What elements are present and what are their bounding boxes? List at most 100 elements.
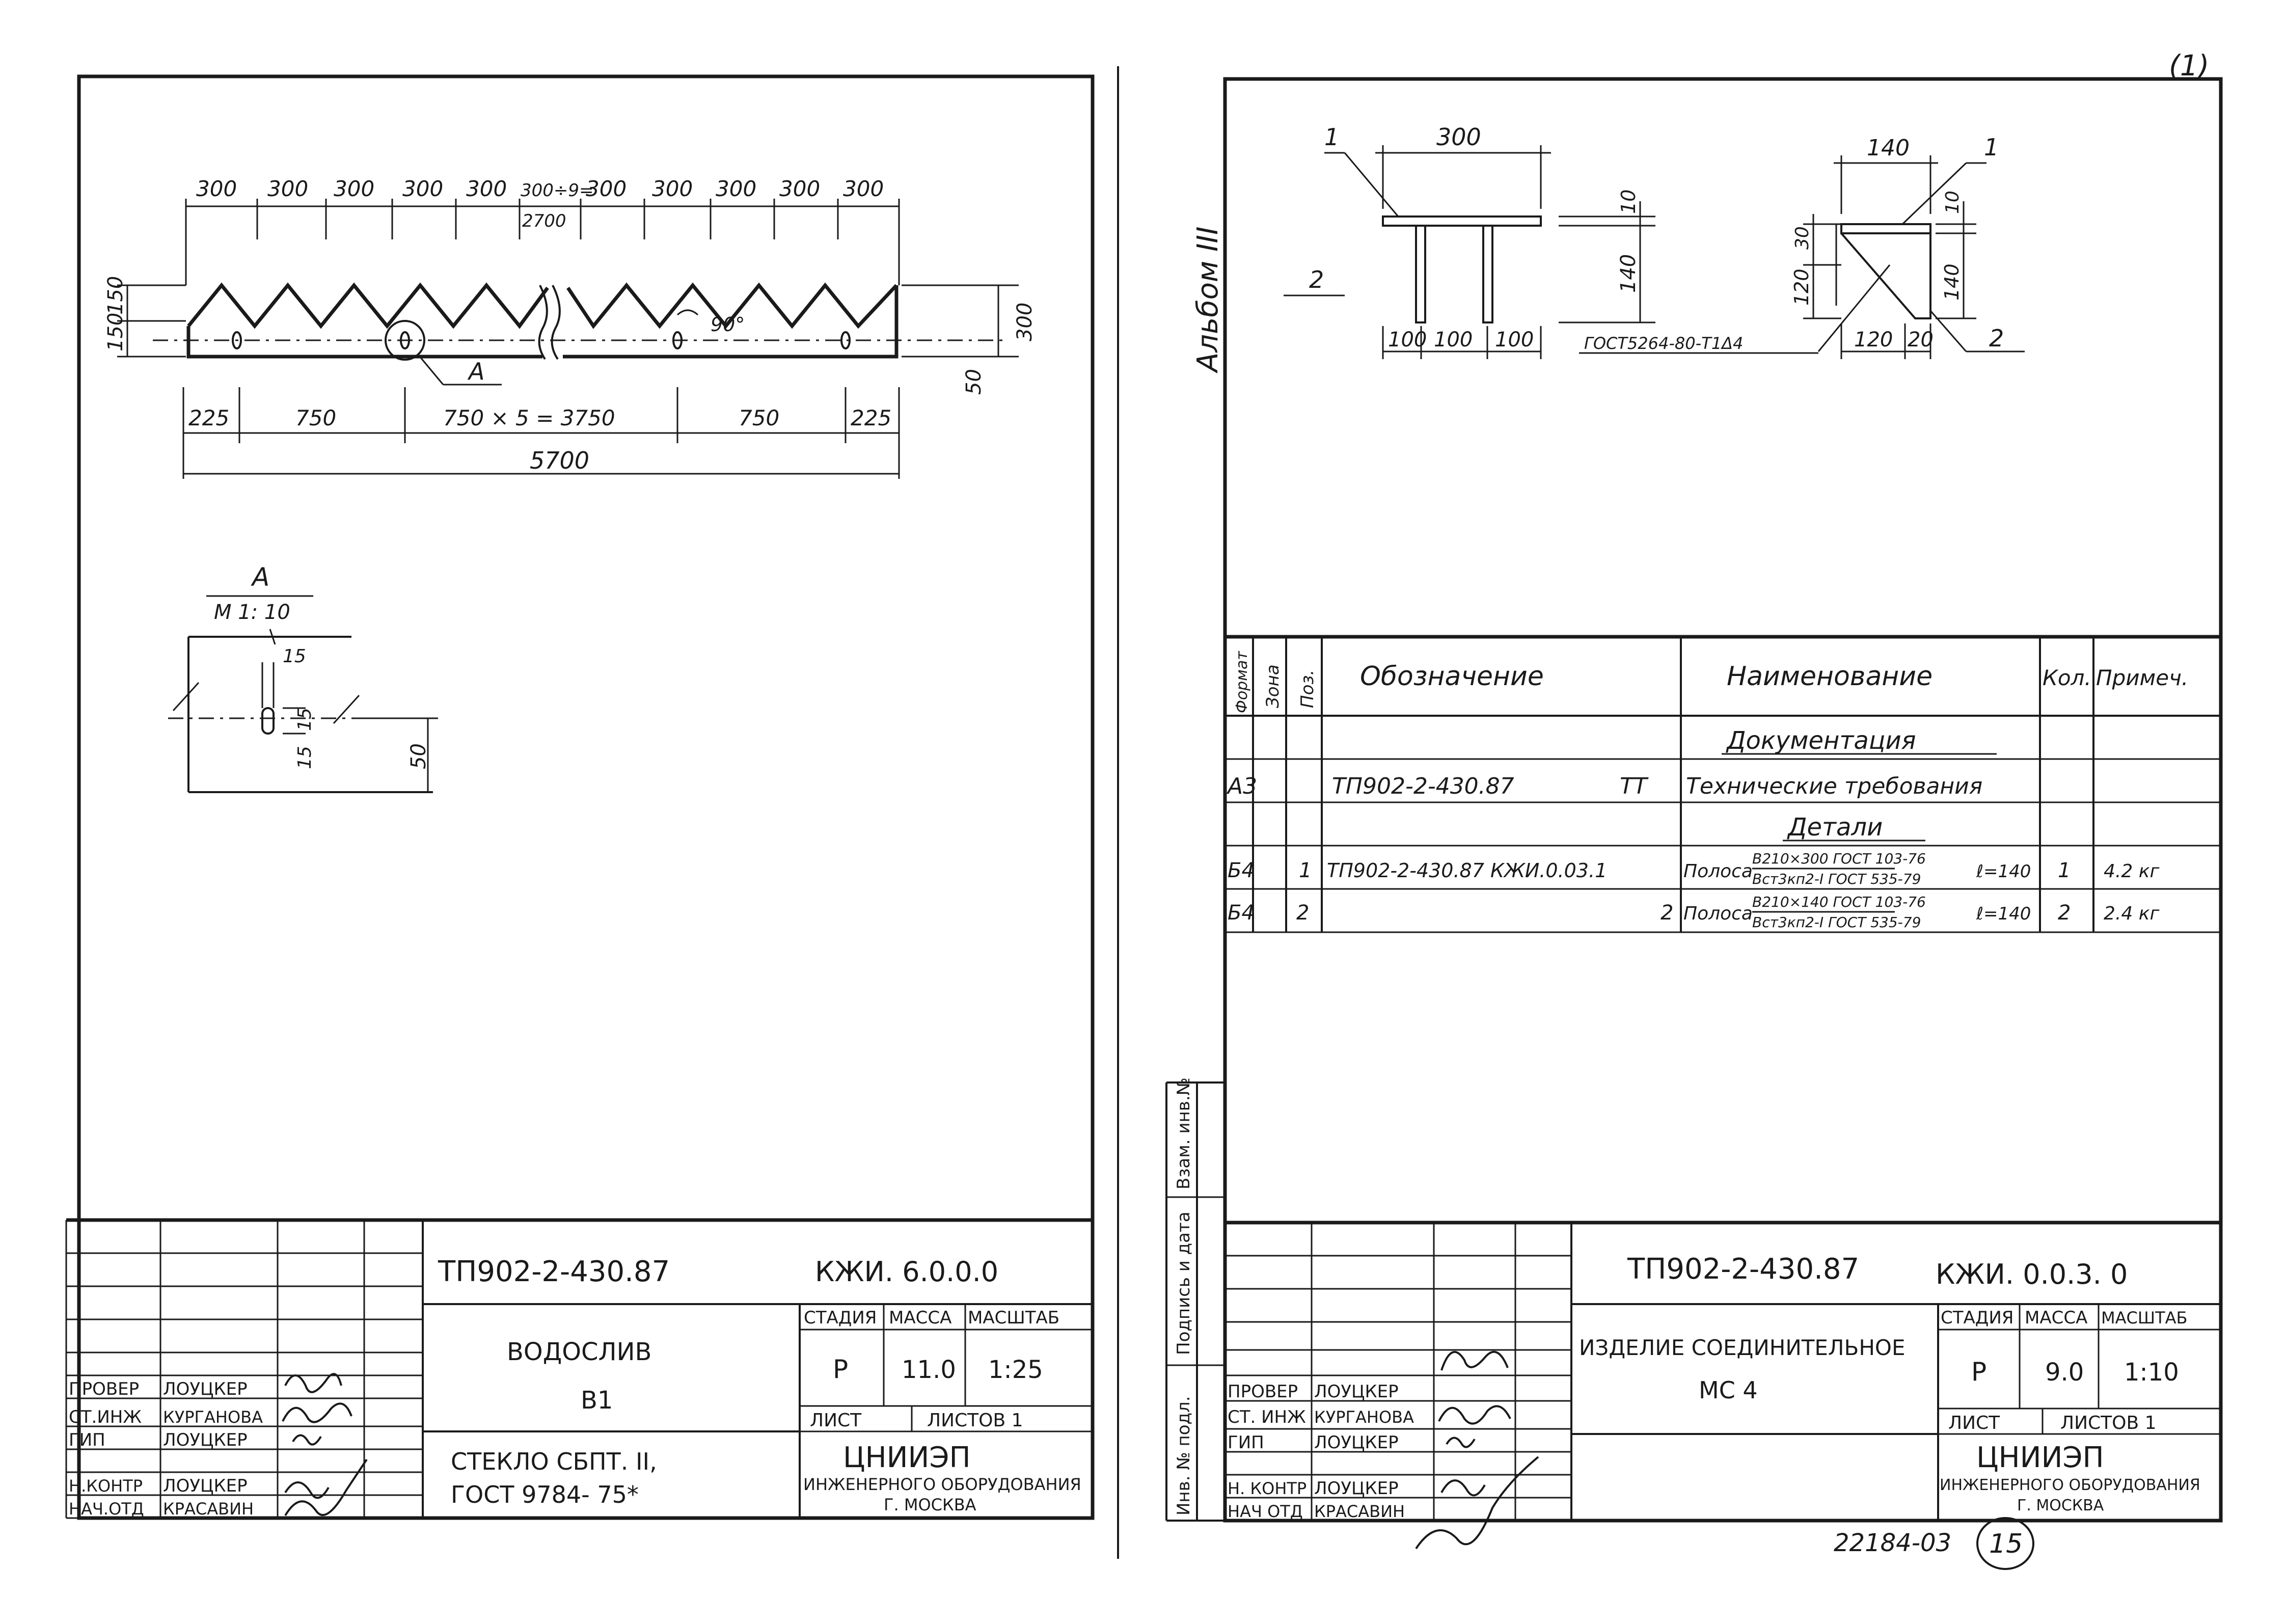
right-sheets-header: ЛИСТОВ 1 bbox=[2060, 1413, 2157, 1433]
left-part-name: ВОДОСЛИВ bbox=[507, 1338, 651, 1366]
spec-r1-note: 4.2 кг bbox=[2104, 861, 2160, 882]
spec-r2-ell: ℓ=140 bbox=[1976, 904, 2031, 924]
d1-dim-10: 10 bbox=[1617, 190, 1640, 214]
dim-150-b: 150 bbox=[104, 313, 127, 351]
left-name-3: ЛОУЦКЕР bbox=[163, 1476, 248, 1496]
d2-dim-20: 20 bbox=[1908, 328, 1934, 351]
d1-label-1: 1 bbox=[1324, 123, 1339, 151]
right-vertical-dims: 300 50 bbox=[902, 284, 1037, 395]
dim-top-0: 300 bbox=[196, 176, 237, 201]
dim-50-right: 50 bbox=[962, 369, 986, 395]
left-org-2: ИНЖЕНЕРНОГО ОБОРУДОВАНИЯ bbox=[803, 1475, 1081, 1494]
d2-dim-120-h: 120 bbox=[1854, 328, 1893, 351]
spec-h-note: Примеч. bbox=[2096, 665, 2188, 690]
d1-dim-140: 140 bbox=[1617, 254, 1640, 293]
dim-bottom-1: 750 bbox=[295, 405, 336, 430]
left-role-0: ПРОВЕР bbox=[69, 1379, 139, 1399]
stamp-replacement: Взам. инв.№ bbox=[1174, 1077, 1194, 1189]
dim-top-10: 300 bbox=[843, 176, 884, 201]
stamp-signature-date: Подпись и дата bbox=[1174, 1211, 1194, 1355]
spec-section-docs: Документация bbox=[1726, 726, 1916, 755]
spec-r0-format: А3 bbox=[1226, 773, 1257, 799]
spec-h-zone: Зона bbox=[1263, 664, 1283, 708]
right-name-4: КРАСАВИН bbox=[1314, 1502, 1405, 1521]
callout-a: A bbox=[467, 358, 484, 385]
right-name-1: КУРГАНОВА bbox=[1314, 1408, 1414, 1427]
left-signatures bbox=[282, 1373, 368, 1517]
page-number: 15 bbox=[1989, 1529, 2023, 1559]
d2-label-1: 1 bbox=[1984, 133, 1999, 161]
dim-bottom-0: 225 bbox=[188, 405, 229, 430]
left-scale-header: МАСШТАБ bbox=[968, 1308, 1059, 1328]
left-role-1: СТ.ИНЖ bbox=[69, 1407, 142, 1427]
dim-top-1: 300 bbox=[267, 176, 308, 201]
spec-r2-format: Б4 bbox=[1228, 901, 1255, 925]
left-name-4: КРАСАВИН bbox=[163, 1499, 254, 1519]
left-material-2: ГОСТ 9784- 75* bbox=[451, 1481, 639, 1508]
right-role-4: НАЧ ОТД bbox=[1228, 1502, 1303, 1521]
right-scale-header: МАСШТАБ bbox=[2101, 1308, 2187, 1328]
left-role-3: Н.КОНТР bbox=[69, 1476, 143, 1496]
left-vertical-dims: 150 150 bbox=[104, 276, 186, 358]
stamp-inventory: Инв. № подл. bbox=[1174, 1396, 1194, 1515]
left-frame bbox=[77, 74, 1095, 1520]
spec-r1-name: Полоса bbox=[1683, 861, 1753, 882]
right-sheet-header: ЛИСТ bbox=[1948, 1413, 2000, 1433]
right-name-3: ЛОУЦКЕР bbox=[1314, 1478, 1399, 1499]
dim-2700: 2700 bbox=[522, 211, 566, 231]
spec-h-designation: Обозначение bbox=[1360, 661, 1544, 692]
bottom-dimension-chain: 225 750 750 × 5 = 3750 750 225 5700 bbox=[182, 387, 900, 479]
spec-section-parts: Детали bbox=[1787, 813, 1883, 842]
right-doc-mark: КЖИ. 0.0.3. 0 bbox=[1936, 1258, 2128, 1290]
d2-dim-10: 10 bbox=[1942, 191, 1963, 214]
spec-r0-name: Технические требования bbox=[1686, 773, 1982, 799]
spec-r1-frac-top: В210×300 ГОСТ 103-76 bbox=[1752, 850, 1926, 867]
spec-r2-name: Полоса bbox=[1683, 903, 1753, 924]
angle-90: 90° bbox=[711, 313, 745, 336]
dim-top-8: 300 bbox=[716, 176, 756, 201]
album-label: Альбом III bbox=[1191, 227, 1224, 374]
dim-bottom-3: 750 bbox=[739, 405, 779, 430]
right-mass-header: МАССА bbox=[2025, 1308, 2087, 1328]
spec-r2-pos: 2 bbox=[1296, 901, 1309, 925]
right-title-block: ТП902-2-430.87 КЖИ. 0.0.3. 0 ИЗДЕЛИЕ СОЕ… bbox=[1225, 1221, 2221, 1550]
right-frame bbox=[1223, 77, 2223, 1523]
d2-dim-120: 120 bbox=[1790, 268, 1813, 306]
spec-table: Формат Зона Поз. Обозначение Наименовани… bbox=[1225, 635, 2221, 933]
d1-dim-100-b: 100 bbox=[1434, 328, 1473, 351]
spec-h-pos: Поз. bbox=[1297, 670, 1318, 708]
right-stage-header: СТАДИЯ bbox=[1941, 1308, 2013, 1328]
spec-r2-suffix: 2 bbox=[1661, 901, 1673, 925]
dim-top-4: 300 bbox=[466, 176, 507, 201]
d1-dim-300: 300 bbox=[1436, 123, 1481, 151]
right-doc-code: ТП902-2-430.87 bbox=[1627, 1253, 1859, 1286]
right-signatures bbox=[1415, 1350, 1539, 1550]
spec-h-format: Формат bbox=[1233, 651, 1251, 713]
left-scale: 1:25 bbox=[988, 1356, 1043, 1384]
weld-spec: ГОСТ5264-80-Т1Δ4 bbox=[1584, 334, 1743, 353]
top-dimension-chain: 300 300 300 300 300 300÷9= 300 300 300 3… bbox=[185, 176, 900, 285]
left-name-2: ЛОУЦКЕР bbox=[163, 1430, 248, 1450]
left-role-4: НАЧ.ОТД bbox=[69, 1499, 144, 1519]
left-doc-code: ТП902-2-430.87 bbox=[438, 1255, 670, 1288]
spillway-outline: A 90° bbox=[153, 282, 1009, 386]
spec-r2-frac-top: В210×140 ГОСТ 103-76 bbox=[1752, 894, 1926, 910]
left-material-1: СТЕКЛО СБПТ. II, bbox=[451, 1448, 657, 1475]
d1-dim-100-a: 100 bbox=[1388, 328, 1427, 351]
detail-a: A M 1: 10 15 15 15 50 bbox=[168, 562, 438, 793]
left-org-1: ЦНИИЭП bbox=[843, 1441, 971, 1474]
page-number-circle bbox=[1976, 1517, 2034, 1570]
part-view-1: 300 1 2 10 140 100 100 100 bbox=[1284, 123, 1655, 359]
left-stage: Р bbox=[833, 1355, 848, 1384]
left-stage-header: СТАДИЯ bbox=[804, 1308, 877, 1328]
dim-top-9: 300 bbox=[779, 176, 820, 201]
detail-dim-50: 50 bbox=[407, 743, 430, 769]
left-org-3: Г. МОСКВА bbox=[884, 1495, 976, 1514]
right-scale: 1:10 bbox=[2124, 1358, 2179, 1387]
dim-bottom-2: 750 × 5 = 3750 bbox=[443, 405, 615, 430]
spec-r2-qty: 2 bbox=[2058, 901, 2071, 925]
left-sheet: 300 300 300 300 300 300÷9= 300 300 300 3… bbox=[65, 66, 1119, 1559]
dim-150-a: 150 bbox=[104, 276, 127, 315]
dim-top-7: 300 bbox=[652, 176, 693, 201]
